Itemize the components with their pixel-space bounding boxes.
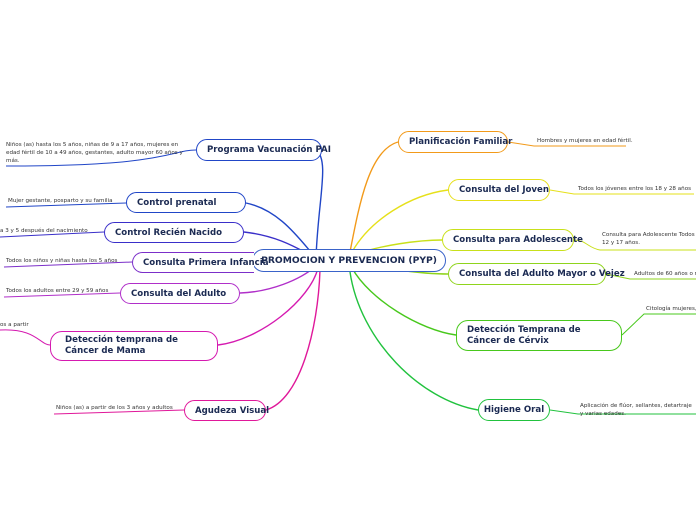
- leaf-prenatal-description: Mujer gestante, posparto y su familia: [8, 198, 113, 204]
- leaf-adolescente-description: Consulta para Adolescente Todos 12 y 17 …: [602, 232, 695, 246]
- leaf-line-adolescente: [573, 239, 696, 251]
- leaf-line-oral: [549, 409, 696, 415]
- branch-consulta-primera-infancia[interactable]: Consulta Primera Infancia: [132, 252, 269, 273]
- branch-consulta-para-adolescente[interactable]: Consulta para Adolescente: [442, 229, 583, 251]
- leaf-line-familiar: [507, 141, 626, 147]
- leaf-line-mayor: [605, 273, 696, 280]
- leaf-cervix-description: Citología mujeres,: [646, 306, 696, 312]
- connector-visual: [265, 269, 321, 411]
- connector-oral: [349, 271, 479, 411]
- leaf-infancia-description: Todos los niños y niñas hasta los 5 años: [6, 258, 118, 264]
- connector-pai: [315, 149, 324, 259]
- leaf-line-mama: [0, 329, 51, 346]
- connector-familiar: [349, 141, 399, 253]
- leaf-line-pai: [5, 149, 197, 167]
- leaf-line-prenatal: [5, 202, 127, 208]
- leaf-line-recien: [0, 231, 105, 238]
- leaf-joven-description: Todos los jóvenes entre los 18 y 28 años: [578, 186, 692, 192]
- branch-consulta-adulto-mayor[interactable]: Consulta del Adulto Mayor o Vejez: [448, 263, 625, 285]
- leaf-line-joven: [549, 189, 694, 195]
- branch-consulta-del-joven[interactable]: Consulta del Joven: [448, 179, 550, 201]
- leaf-line-infancia: [3, 261, 133, 268]
- branch-control-recien-nacido[interactable]: Control Recién Nacido: [104, 222, 244, 243]
- branch-higiene-oral[interactable]: Higiene Oral: [478, 399, 550, 421]
- leaf-adulto-description: Todos los adultos entre 29 y 59 años: [6, 288, 109, 294]
- branch-consulta-del-adulto[interactable]: Consulta del Adulto: [120, 283, 240, 304]
- branch-agudeza-visual[interactable]: Agudeza Visual: [184, 400, 269, 421]
- branch-planificacion-familiar[interactable]: Planificación Familiar: [398, 131, 512, 153]
- branch-deteccion-cancer-cervix[interactable]: Detección Temprana de Cáncer de Cérvix: [456, 320, 622, 351]
- connector-joven: [351, 189, 449, 253]
- leaf-mama-description: os a partir: [0, 322, 29, 328]
- connector-mama: [217, 267, 319, 346]
- leaf-mayor-description: Adultos de 60 años o m: [634, 271, 696, 277]
- leaf-line-cervix: [621, 313, 696, 336]
- leaf-recien-description: a 3 y 5 después del nacimiento: [0, 228, 88, 234]
- connector-cervix: [351, 267, 457, 336]
- leaf-oral-description: Aplicación de flúor, sellantes, detartra…: [580, 403, 692, 417]
- branch-deteccion-cancer-mama[interactable]: Detección temprana de Cáncer de Mama: [50, 331, 218, 361]
- leaf-visual-description: Niños (as) a partir de los 3 años y adul…: [56, 405, 173, 411]
- branch-control-prenatal[interactable]: Control prenatal: [126, 192, 246, 213]
- leaf-line-adulto: [3, 292, 121, 298]
- leaf-familiar-description: Hombres y mujeres en edad fértil.: [537, 138, 633, 144]
- central-topic[interactable]: PROMOCION Y PREVENCION (PYP): [252, 249, 446, 272]
- leaf-line-visual: [53, 409, 185, 415]
- leaf-pai-description: Niños (as) hasta los 5 años, niñas de 9 …: [6, 142, 183, 164]
- branch-programa-vacunacion-pai[interactable]: Programa Vacunación PAI: [196, 139, 331, 161]
